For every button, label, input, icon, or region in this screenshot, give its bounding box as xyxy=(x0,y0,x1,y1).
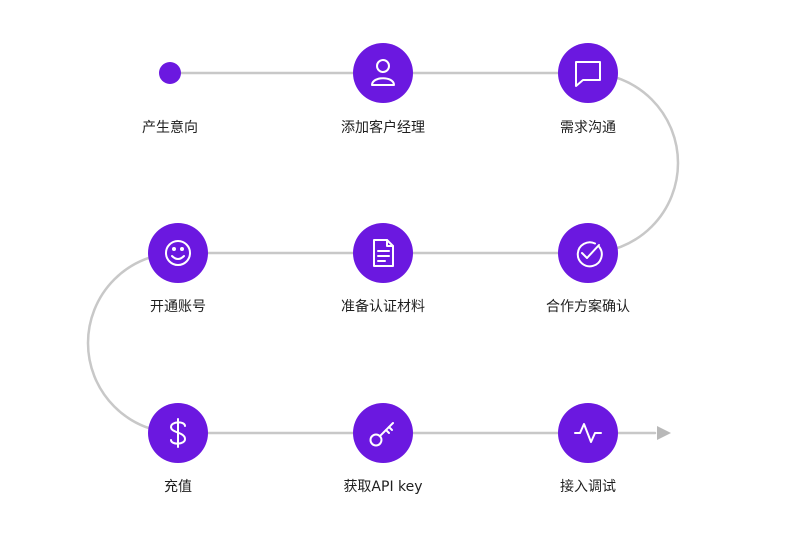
step-label-plan-confirm: 合作方案确认 xyxy=(546,299,630,315)
step-dot-intent xyxy=(159,62,181,84)
step-node-open-account xyxy=(148,223,208,283)
step-label-prepare-docs: 准备认证材料 xyxy=(341,299,425,315)
user-icon xyxy=(371,59,395,86)
dollar-icon xyxy=(170,418,186,448)
pulse-icon xyxy=(574,423,602,443)
step-label-intent: 产生意向 xyxy=(142,120,198,136)
step-label-integration-debug: 接入调试 xyxy=(560,479,616,495)
chat-bubble-icon xyxy=(575,61,601,87)
flow-end-arrow xyxy=(657,426,671,440)
step-label-open-account: 开通账号 xyxy=(150,299,206,315)
step-label-requirements: 需求沟通 xyxy=(560,120,616,136)
smile-icon xyxy=(165,240,191,266)
step-node-requirements xyxy=(558,43,618,103)
step-node-plan-confirm xyxy=(558,223,618,283)
step-label-account-manager: 添加客户经理 xyxy=(341,120,425,136)
check-circle-icon xyxy=(576,241,603,268)
step-label-recharge: 充值 xyxy=(164,479,192,495)
step-node-prepare-docs xyxy=(353,223,413,283)
document-icon xyxy=(373,239,394,267)
key-icon xyxy=(369,422,394,447)
step-label-api-key: 获取API key xyxy=(343,479,423,495)
